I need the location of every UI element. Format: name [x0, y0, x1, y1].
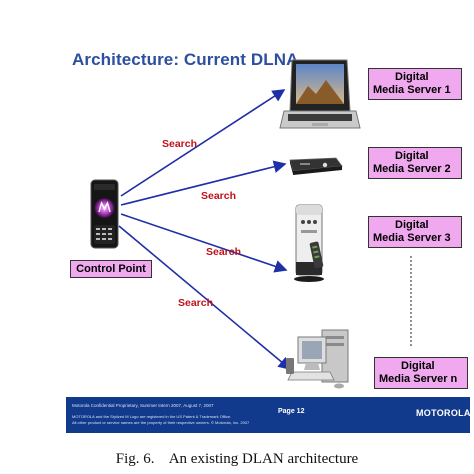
search-label-2: Search: [201, 190, 237, 202]
footer-logo-text: MOTOROLA: [416, 408, 471, 418]
server-n-line1: Digital: [401, 360, 435, 372]
arrow-to-server-n: [118, 225, 292, 371]
server-3-line2: Media Server 3: [373, 232, 451, 244]
server-3-line1: Digital: [395, 219, 429, 231]
footer-confidential: Motorola Confidential Proprietary, Summe…: [72, 403, 214, 408]
arrow-to-server-2: [120, 160, 287, 206]
server-2-line1: Digital: [395, 150, 429, 162]
figure-caption: Fig. 6. An existing DLAN architecture: [115, 451, 359, 467]
search-arrows: [118, 89, 292, 371]
mobile-phone-icon: [90, 179, 119, 249]
footer-owners: All other product or service names are t…: [72, 420, 250, 425]
desktop-computer-icon: [286, 329, 349, 389]
search-label-3: Search: [206, 246, 242, 258]
slide-footer: Motorola Confidential Proprietary, Summe…: [66, 397, 470, 433]
set-top-box-icon: [289, 157, 343, 175]
server-2-line2: Media Server 2: [373, 163, 451, 175]
arrow-to-server-1: [120, 89, 286, 197]
server-1-line1: Digital: [395, 71, 429, 83]
server-1-line2: Media Server 1: [373, 84, 451, 96]
footer-trademark: MOTOROLA and the Stylized M Logo are reg…: [72, 414, 232, 419]
search-label-1: Search: [162, 138, 198, 150]
server-box-3: Digital Media Server 3: [368, 216, 462, 248]
server-box-1: Digital Media Server 1: [368, 68, 462, 100]
media-tower-icon: [294, 204, 324, 282]
server-box-2: Digital Media Server 2: [368, 147, 462, 179]
server-n-line2: Media Server n: [379, 373, 458, 385]
search-label-4: Search: [178, 297, 214, 309]
server-box-n: Digital Media Server n: [374, 357, 468, 389]
slide-title: Architecture: Current DLNA: [72, 50, 299, 69]
arrow-to-server-3: [120, 213, 288, 273]
laptop-icon: [279, 59, 361, 129]
control-point-box: Control Point: [70, 260, 152, 278]
footer-page-number: Page 12: [278, 408, 305, 415]
